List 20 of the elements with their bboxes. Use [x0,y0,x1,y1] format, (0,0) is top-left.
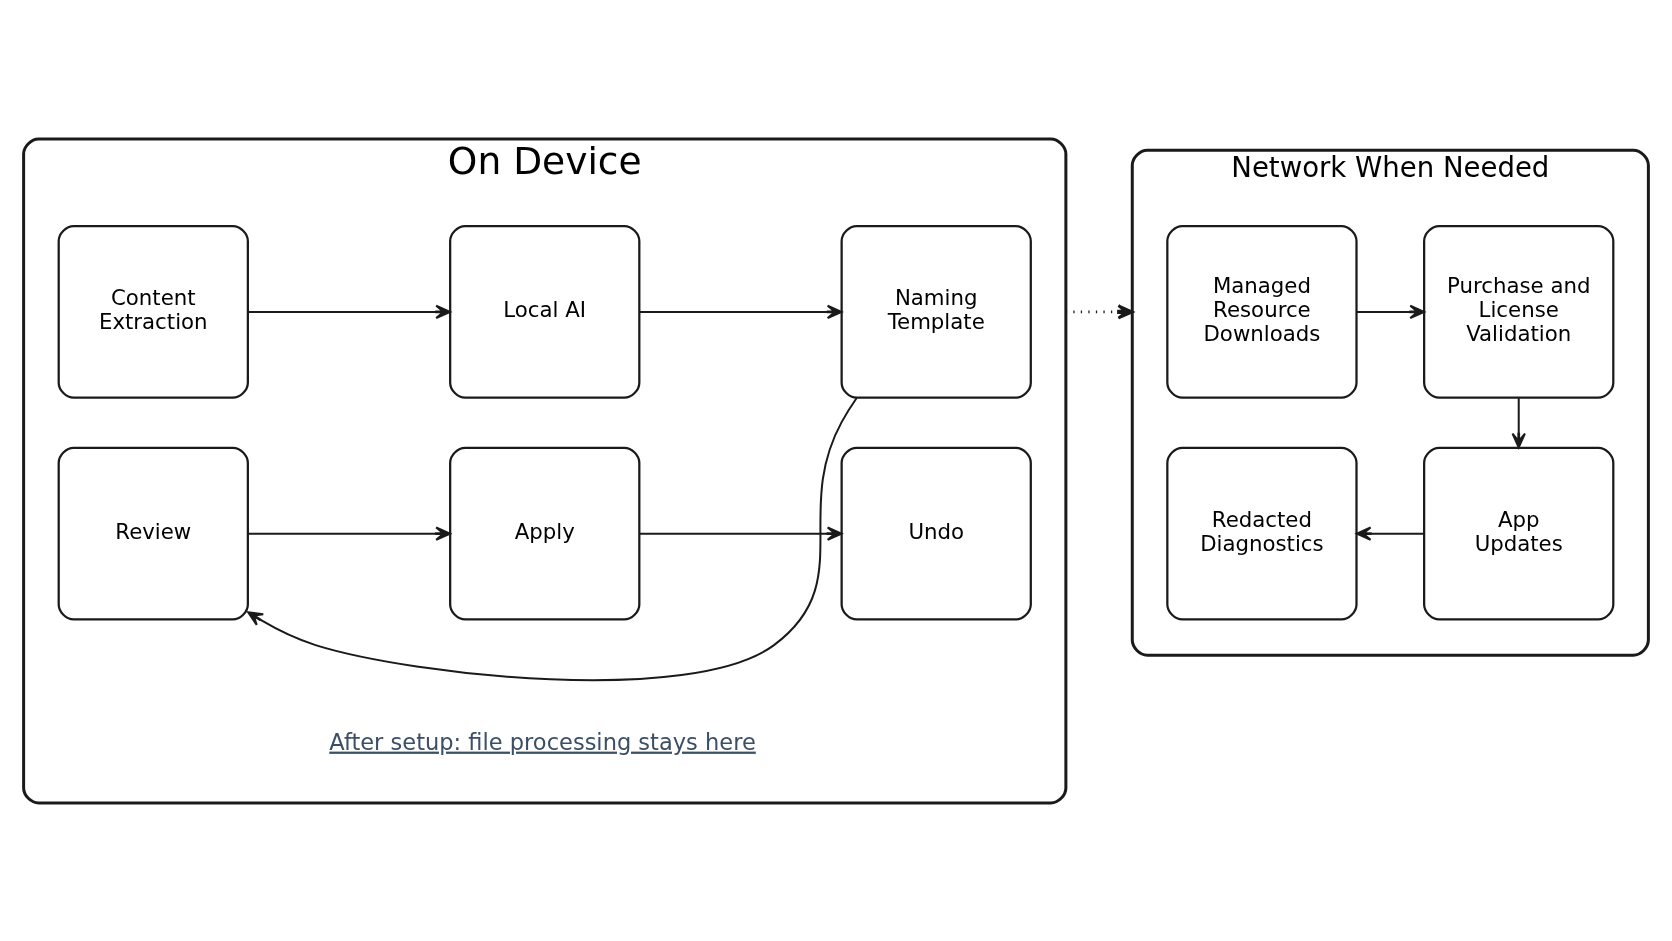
label: After setup: file processing stays here [329,728,756,755]
arrow [638,525,843,541]
arrow [1355,304,1426,319]
node-box: Managed Resource Downloads [1166,224,1358,399]
node-box: Naming Template [840,224,1032,399]
arrow [1355,525,1426,541]
node-box: Apply [449,446,641,621]
node-box: App Updates [1423,446,1615,621]
arrow [247,396,858,681]
node-box: Undo [840,446,1032,621]
node-box: Purchase and License Validation [1423,224,1615,399]
arrow [1065,303,1134,319]
arrow [1511,396,1526,448]
node-box: Redacted Diagnostics [1166,446,1358,621]
arrow [638,304,843,319]
arrow [247,304,451,319]
node-box: Local AI [449,224,641,399]
arrow [247,525,451,541]
node-box: Review [57,446,249,621]
node-box: Content Extraction [57,224,249,399]
